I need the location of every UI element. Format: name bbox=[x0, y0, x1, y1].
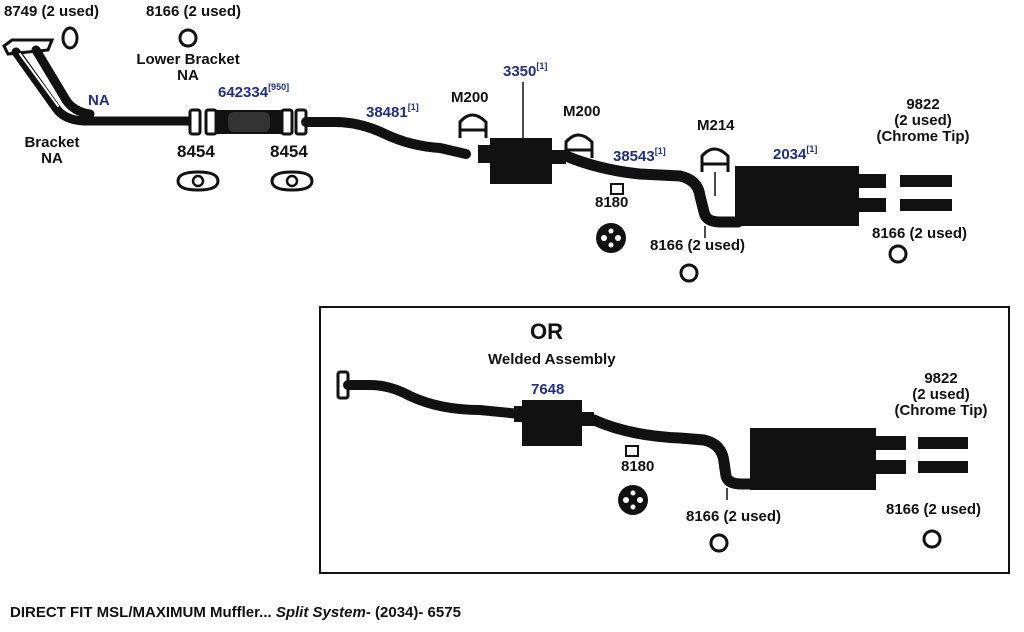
part-3350-note: [1] bbox=[536, 61, 548, 71]
label-or: OR bbox=[530, 319, 563, 344]
flange-cat-rear-1 bbox=[280, 108, 294, 136]
gasket-8454-2 bbox=[270, 170, 314, 192]
label-7648: 7648 bbox=[531, 381, 565, 398]
label-na-pipe: NA bbox=[88, 92, 110, 109]
tip-9822-text: 9822 bbox=[906, 96, 940, 113]
clamp-m200-1 bbox=[458, 113, 488, 138]
label-8166-mid: 8166 (2 used) bbox=[650, 237, 746, 254]
label-alt-8180: 8180 bbox=[621, 458, 655, 475]
caption-italic: Split System bbox=[271, 604, 366, 621]
alt-ring-8166-right bbox=[922, 529, 942, 549]
diagram-caption: DIRECT FIT MSL/MAXIMUM Muffler... Split … bbox=[10, 604, 461, 621]
label-lower-bracket: Lower Bracket NA bbox=[136, 52, 240, 84]
muffler-2034 bbox=[735, 166, 886, 226]
alt-front-pipe bbox=[343, 380, 525, 419]
gasket-8454-1 bbox=[176, 170, 220, 192]
label-bracket: Bracket NA bbox=[14, 135, 90, 167]
alt-tip-9822-text: 9822 bbox=[924, 370, 958, 387]
part-38481: 38481 bbox=[366, 104, 408, 121]
chrome-tip-1 bbox=[900, 175, 952, 187]
part-2034-note: [1] bbox=[806, 144, 818, 154]
gasket-8749 bbox=[61, 26, 79, 50]
bracket-text: Bracket bbox=[24, 134, 80, 151]
catalytic-converter-642334 bbox=[216, 110, 282, 134]
flange-front-1 bbox=[188, 108, 202, 136]
clamp-m214 bbox=[700, 147, 730, 172]
label-alt-8166-right: 8166 (2 used) bbox=[886, 501, 982, 518]
tip-9822-used: (2 used) bbox=[894, 111, 952, 129]
alt-hanger-tab bbox=[625, 445, 639, 457]
label-welded-assembly: Welded Assembly bbox=[488, 351, 616, 368]
pipe-38481 bbox=[301, 117, 471, 159]
pipe-38543 bbox=[560, 150, 744, 228]
clamp-m200-2 bbox=[564, 133, 594, 158]
alt-resonator-7648 bbox=[514, 400, 594, 446]
front-y-pipe bbox=[11, 45, 195, 126]
label-alt-9822: 9822 (2 used) (Chrome Tip) bbox=[882, 371, 1000, 418]
caption-rest: - (2034)- 6575 bbox=[365, 604, 461, 621]
label-8749: 8749 (2 used) bbox=[4, 3, 100, 20]
part-642334-note: [950] bbox=[268, 82, 290, 92]
label-8454-2: 8454 bbox=[270, 142, 308, 161]
hanger-8180-top bbox=[596, 223, 626, 253]
alt-chrome-tip-2 bbox=[918, 461, 968, 473]
part-642334: 642334 bbox=[218, 84, 269, 101]
resonator-3350 bbox=[478, 138, 566, 184]
ring-8166-top bbox=[178, 28, 198, 48]
label-m200-1: M200 bbox=[451, 89, 489, 106]
chrome-tip-2 bbox=[900, 199, 952, 211]
label-8180: 8180 bbox=[595, 194, 629, 211]
lower-bracket-text: Lower Bracket bbox=[136, 51, 240, 68]
caption-main: DIRECT FIT MSL/MAXIMUM Muffler... bbox=[10, 604, 272, 621]
label-m214: M214 bbox=[697, 117, 735, 134]
label-8454-1: 8454 bbox=[177, 142, 215, 161]
lower-bracket-na: NA bbox=[177, 66, 199, 84]
alt-chrome-tip-1 bbox=[918, 437, 968, 449]
alt-hanger-8180 bbox=[618, 485, 648, 515]
label-3350: 3350[1] bbox=[503, 61, 548, 80]
part-38543: 38543 bbox=[613, 148, 655, 165]
label-8166-right: 8166 (2 used) bbox=[872, 225, 968, 242]
label-2034: 2034[1] bbox=[773, 144, 818, 163]
bracket-na: NA bbox=[41, 149, 63, 167]
part-38543-note: [1] bbox=[654, 146, 666, 156]
ring-8166-right bbox=[888, 244, 908, 264]
label-alt-8166-mid: 8166 (2 used) bbox=[686, 508, 782, 525]
alternate-assembly-box bbox=[319, 306, 1010, 574]
alt-muffler bbox=[750, 428, 906, 490]
alt-tip-9822-chrome: (Chrome Tip) bbox=[894, 401, 988, 419]
front-pipe-flange bbox=[2, 38, 55, 56]
tip-9822-chrome: (Chrome Tip) bbox=[876, 127, 970, 145]
alt-ring-8166-mid bbox=[709, 533, 729, 553]
label-38543: 38543[1] bbox=[613, 146, 666, 165]
alt-rear-pipe bbox=[588, 414, 758, 490]
ring-8166-mid bbox=[679, 263, 699, 283]
alt-tip-9822-used: (2 used) bbox=[912, 385, 970, 403]
part-3350: 3350 bbox=[503, 63, 537, 80]
part-38481-note: [1] bbox=[407, 102, 419, 112]
part-2034: 2034 bbox=[773, 146, 807, 163]
flange-front-2 bbox=[204, 108, 218, 136]
label-642334: 642334[950] bbox=[218, 82, 290, 101]
label-38481: 38481[1] bbox=[366, 102, 419, 121]
hanger-tab-top bbox=[610, 183, 624, 195]
label-8166-top: 8166 (2 used) bbox=[146, 3, 242, 20]
label-9822: 9822 (2 used) (Chrome Tip) bbox=[864, 97, 982, 144]
label-m200-2: M200 bbox=[563, 103, 601, 120]
